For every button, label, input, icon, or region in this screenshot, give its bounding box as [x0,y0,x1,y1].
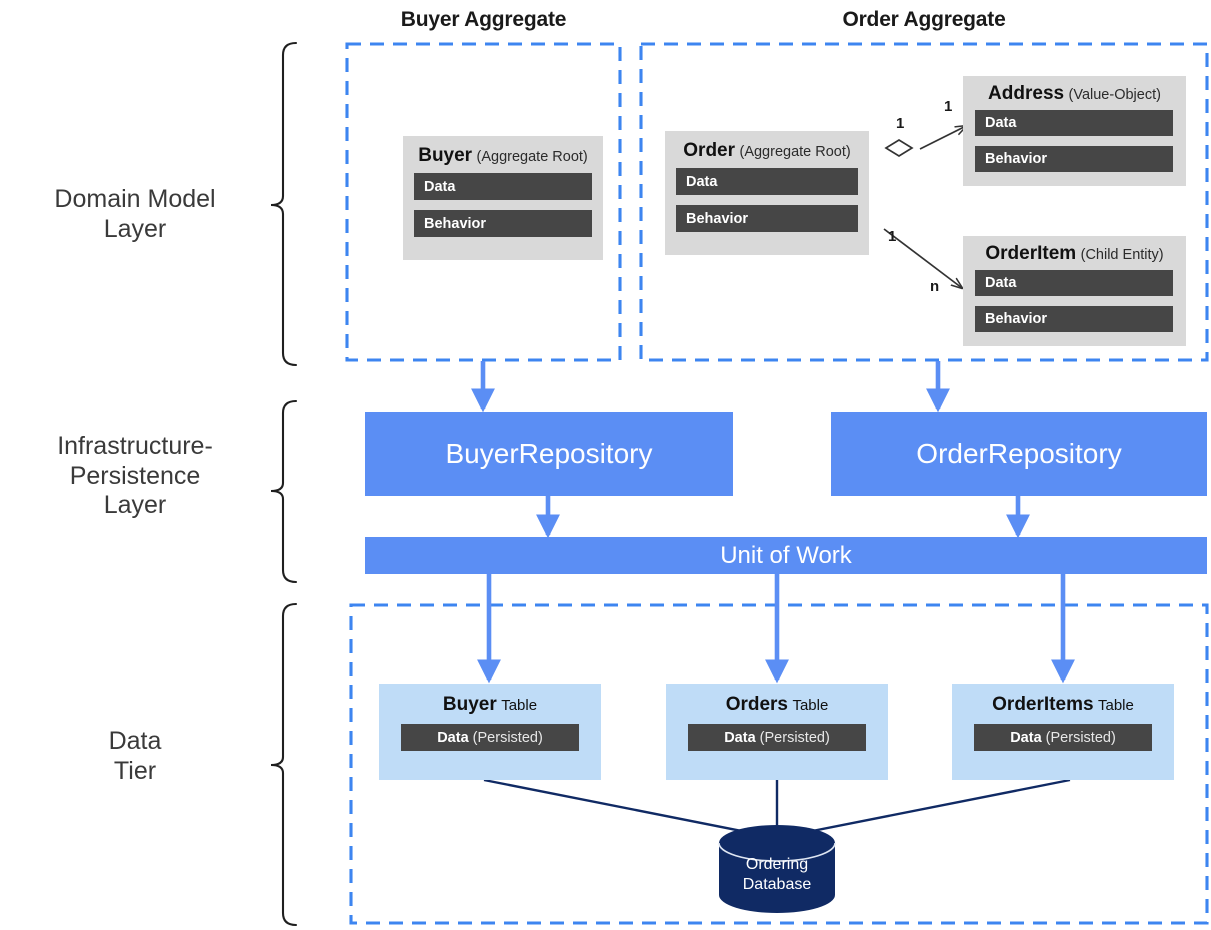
entity-address-member-behavior: Behavior [975,146,1173,172]
entity-orderitem-member-behavior: Behavior [975,306,1173,332]
entity-card-order-header: Order (Aggregate Root) [665,140,869,162]
buyer-aggregate-region [345,42,622,362]
entity-order-member-data: Data [676,168,858,195]
table-orders-data-label: Data [724,729,756,746]
entity-name-orderitem: OrderItem [985,243,1077,264]
connector-buyer-table-to-db [483,778,778,840]
order-aggregate-region [639,42,1209,362]
entity-buyer-member-data: Data [414,173,592,200]
brace-domain-layer [270,41,298,367]
entity-card-buyer: Buyer (Aggregate Root) Data Behavior [403,136,603,260]
entity-stereotype-address: (Value-Object) [1068,87,1161,103]
entity-name-order: Order [683,140,736,161]
ordering-database-cylinder [718,825,836,913]
table-buyer-data-label: Data [437,729,469,746]
order-aggregate-title: Order Aggregate [842,8,1006,31]
table-card-orderitems: OrderItems Table Data (Persisted) [952,684,1174,780]
table-name-orderitems: OrderItems [992,694,1094,715]
entity-card-address: Address (Value-Object) Data Behavior [963,76,1186,186]
table-buyer-data-note: (Persisted) [472,729,543,746]
entity-name-address: Address [988,83,1065,104]
table-orderitems-data-row: Data (Persisted) [974,724,1152,751]
table-suffix-buyer: Table [501,697,538,714]
table-card-orders-header: Orders Table [666,694,888,716]
table-orders-data-note: (Persisted) [759,729,830,746]
table-name-orders: Orders [725,694,788,715]
table-orderitems-data-label: Data [1010,729,1042,746]
entity-card-order: Order (Aggregate Root) Data Behavior [665,131,869,255]
table-buyer-data-row: Data (Persisted) [401,724,579,751]
table-suffix-orders: Table [792,697,829,714]
table-orderitems-data-note: (Persisted) [1045,729,1116,746]
unit-of-work-box[interactable]: Unit of Work [365,537,1207,574]
multiplicity-order-to-orderitem-source: 1 [888,228,897,245]
order-orderitem-relationship [883,228,962,288]
entity-card-buyer-header: Buyer (Aggregate Root) [403,145,603,167]
aggregation-diamond [884,139,914,157]
entity-name-buyer: Buyer [418,145,473,166]
connector-orderitems-table-to-db [776,778,1071,840]
table-suffix-orderitems: Table [1097,697,1134,714]
table-card-buyer-header: Buyer Table [379,694,601,716]
entity-order-member-behavior: Behavior [676,205,858,232]
buyer-repository-box[interactable]: BuyerRepository [365,412,733,496]
entity-orderitem-member-data: Data [975,270,1173,296]
table-card-orderitems-header: OrderItems Table [952,694,1174,716]
entity-card-orderitem-header: OrderItem (Child Entity) [963,243,1186,265]
layer-label-infrastructure-persistence: Infrastructure- Persistence Layer [57,432,213,519]
entity-buyer-member-behavior: Behavior [414,210,592,237]
entity-card-orderitem: OrderItem (Child Entity) Data Behavior [963,236,1186,346]
layer-label-domain-model: Domain Model Layer [54,185,216,243]
table-name-buyer: Buyer [442,694,497,715]
multiplicity-order-to-orderitem-target: n [930,278,940,295]
order-repository-box[interactable]: OrderRepository [831,412,1207,496]
table-card-buyer: Buyer Table Data (Persisted) [379,684,601,780]
layer-label-data-tier: Data Tier [108,727,162,785]
entity-stereotype-orderitem: (Child Entity) [1080,247,1164,263]
order-address-relationship [884,126,966,157]
brace-data-tier [270,602,298,927]
entity-stereotype-order: (Aggregate Root) [739,144,851,160]
multiplicity-order-to-address-source: 1 [896,115,905,132]
brace-infrastructure-layer [270,399,298,584]
multiplicity-order-to-address-target: 1 [944,98,953,115]
entity-card-address-header: Address (Value-Object) [963,83,1186,105]
ordering-database-label: Ordering Database [742,856,812,893]
table-orders-data-row: Data (Persisted) [688,724,866,751]
entity-address-member-data: Data [975,110,1173,136]
entity-stereotype-buyer: (Aggregate Root) [476,149,588,165]
table-card-orders: Orders Table Data (Persisted) [666,684,888,780]
buyer-aggregate-title: Buyer Aggregate [400,8,567,31]
